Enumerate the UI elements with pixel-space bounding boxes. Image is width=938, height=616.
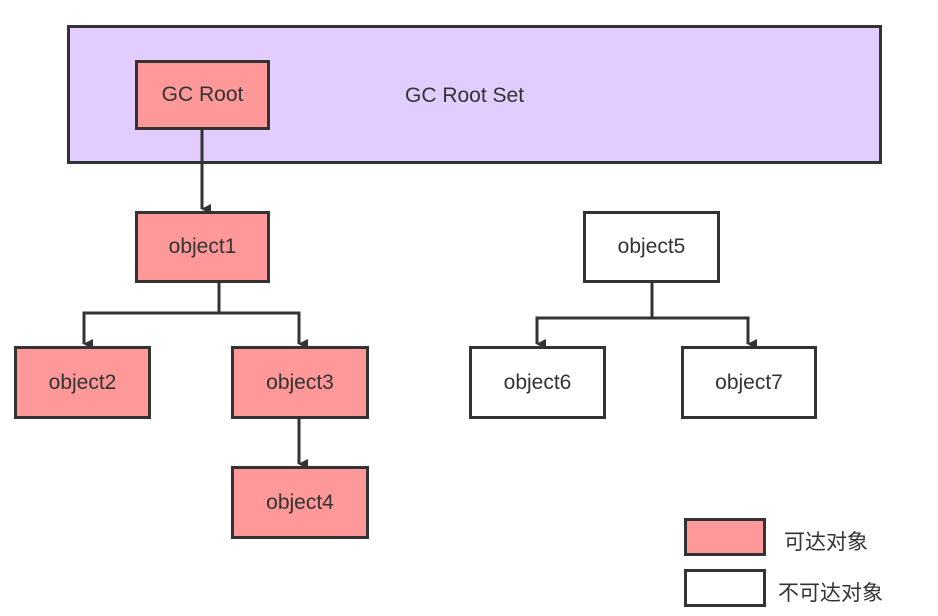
edge-object5-object7	[652, 316, 757, 349]
node-object3: object3	[231, 346, 369, 419]
edge-object1-object2	[82, 311, 219, 349]
node-object7: object7	[681, 346, 817, 419]
legend-reachable-label: 可达对象	[784, 531, 868, 554]
node-object1: object1	[135, 211, 270, 283]
edge-object1-object3	[219, 311, 308, 349]
node-object5: object5	[583, 211, 720, 283]
legend-unreachable-swatch	[684, 569, 766, 607]
node-object2: object2	[14, 346, 151, 419]
edge-object5-object6	[535, 316, 652, 349]
node-object4: object4	[231, 466, 369, 539]
legend-reachable-swatch	[684, 518, 766, 556]
gc-root-set-label: GC Root Set	[405, 84, 525, 107]
node-object6: object6	[469, 346, 606, 419]
legend-unreachable-label: 不可达对象	[778, 582, 883, 605]
node-gc-root: GC Root	[135, 60, 270, 130]
